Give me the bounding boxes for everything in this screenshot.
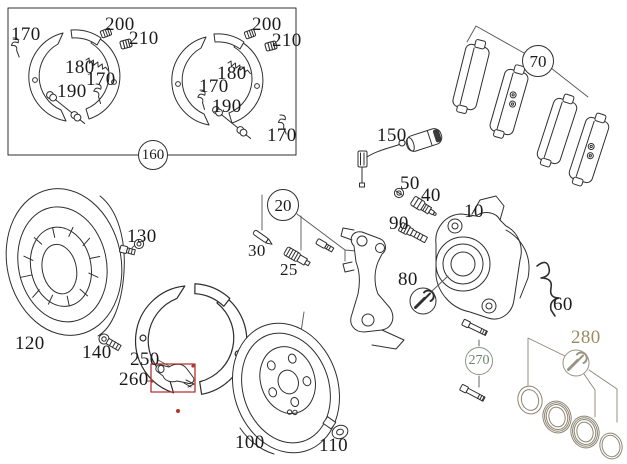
repair-kit-20: [252, 194, 357, 267]
part-label-130: 130: [127, 226, 157, 247]
wear-sensor: [357, 128, 443, 188]
part-label-170: 170: [267, 125, 297, 146]
part-label-90: 90: [389, 213, 409, 234]
part-label-170: 170: [86, 69, 116, 90]
part-label-50: 50: [400, 173, 420, 194]
callout-circle-20: 20: [267, 189, 299, 221]
part-label-10: 10: [464, 201, 484, 222]
part-label-210: 210: [129, 28, 159, 49]
part-label-200: 200: [252, 14, 282, 35]
part-label-180: 180: [217, 63, 247, 84]
part-label-210: 210: [272, 30, 302, 51]
part-label-40: 40: [421, 185, 441, 206]
part-label-250: 250: [130, 349, 160, 370]
callout-circle-160: 160: [138, 140, 168, 170]
wrench-icon: [409, 287, 437, 315]
brake-pads: [449, 25, 613, 190]
part-label-120: 120: [15, 333, 45, 354]
highlight-annotation: [150, 363, 196, 413]
backing-plate: [5, 188, 145, 352]
part-label-30: 30: [248, 241, 266, 260]
callout-circle-70: 70: [522, 45, 554, 77]
part-label-100: 100: [235, 432, 265, 453]
part-label-200: 200: [105, 14, 135, 35]
part-label-170: 170: [199, 76, 229, 97]
part-label-170: 170: [11, 24, 41, 45]
wrench-icon: [562, 349, 590, 377]
callout-circle-270: 270: [465, 347, 493, 375]
adjuster: [155, 363, 195, 388]
part-label-110: 110: [319, 435, 348, 456]
part-label-140: 140: [82, 342, 112, 363]
part-label-60: 60: [553, 294, 573, 315]
carrier-bracket: [340, 227, 405, 350]
bleeder-parts: [393, 187, 437, 244]
part-label-150: 150: [377, 125, 407, 146]
seal-kit: [517, 337, 623, 460]
caliper: [430, 195, 530, 320]
part-label-280: 280: [571, 327, 601, 348]
part-label-180: 180: [65, 57, 95, 78]
retaining-spring: [536, 261, 560, 317]
part-label-80: 80: [398, 269, 418, 290]
disc-bolt: [322, 416, 349, 440]
part-label-190: 190: [212, 96, 242, 117]
brake-disc: [232, 311, 349, 455]
part-label-190: 190: [57, 81, 87, 102]
part-label-260: 260: [119, 369, 149, 390]
part-label-25: 25: [280, 260, 298, 279]
guide-pins: [458, 318, 489, 403]
